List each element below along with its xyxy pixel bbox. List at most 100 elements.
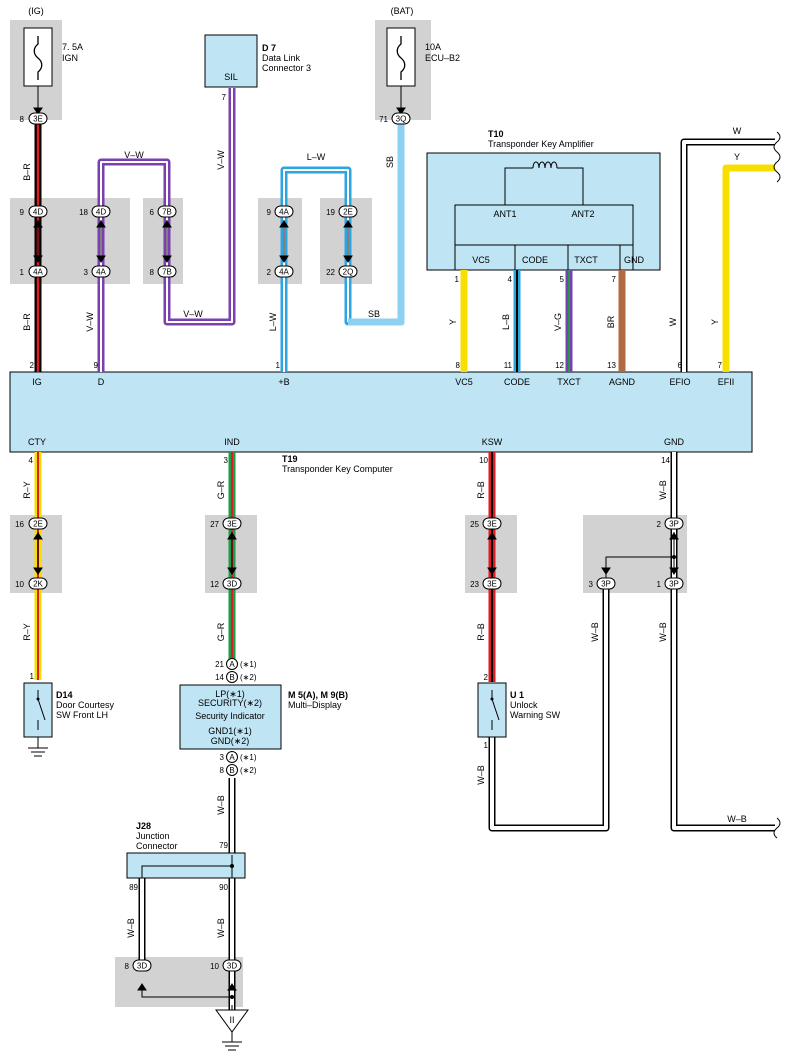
svg-text:D: D	[98, 377, 105, 387]
d14-name-2: SW Front LH	[56, 710, 108, 720]
svg-text:R–Y: R–Y	[22, 623, 32, 641]
svg-text:CODE: CODE	[504, 377, 530, 387]
svg-text:B–R: B–R	[22, 313, 32, 331]
svg-text:3P: 3P	[669, 520, 679, 529]
svg-text:W: W	[733, 126, 742, 136]
svg-text:IND: IND	[224, 437, 240, 447]
svg-text:SECURITY(∗2): SECURITY(∗2)	[198, 698, 262, 708]
svg-text:3Q: 3Q	[396, 115, 407, 124]
svg-text:3: 3	[220, 753, 225, 762]
svg-text:R–Y: R–Y	[22, 481, 32, 499]
connector-3e-b: 3E	[222, 517, 242, 530]
j28-code: J28	[136, 821, 151, 831]
svg-text:1: 1	[484, 741, 489, 750]
svg-text:W–B: W–B	[216, 795, 226, 815]
svg-text:1: 1	[657, 580, 662, 589]
svg-text:GND: GND	[664, 437, 685, 447]
svg-text:EFII: EFII	[718, 377, 735, 387]
connector-4d-b: 4D	[91, 205, 111, 218]
t19-code: T19	[282, 454, 298, 464]
multi-display: LP(∗1) SECURITY(∗2) Security Indicator G…	[179, 684, 348, 750]
arrow-pair	[33, 532, 43, 575]
svg-text:2K: 2K	[33, 580, 43, 589]
svg-text:V–G: V–G	[553, 313, 563, 331]
svg-text:L–W: L–W	[307, 152, 326, 162]
t10-code: T10	[488, 129, 504, 139]
svg-text:90: 90	[219, 883, 228, 892]
svg-text:71: 71	[379, 115, 388, 124]
connector-2k: 2K	[28, 577, 48, 590]
svg-text:B–R: B–R	[22, 163, 32, 181]
connector-3p-b: 3P	[596, 577, 616, 590]
svg-text:1: 1	[20, 268, 25, 277]
connector-4d-a: 4D	[28, 205, 48, 218]
svg-text:W–B: W–B	[476, 765, 486, 785]
u1-name-1: Unlock	[510, 700, 538, 710]
svg-text:19: 19	[326, 208, 335, 217]
m5-code: M 5(A), M 9(B)	[288, 690, 348, 700]
svg-text:3E: 3E	[487, 520, 497, 529]
svg-text:3P: 3P	[601, 580, 611, 589]
svg-text:4D: 4D	[33, 208, 43, 217]
connector-pin-numbers: 8 71 9 1 18 3 6 8 9 2 19 22 16 10 27 12 …	[15, 115, 661, 971]
svg-text:V–W: V–W	[124, 150, 144, 160]
svg-text:27: 27	[210, 520, 219, 529]
svg-text:TXCT: TXCT	[557, 377, 581, 387]
svg-text:(∗1): (∗1)	[240, 753, 257, 762]
svg-text:TXCT: TXCT	[574, 255, 598, 265]
svg-text:3E: 3E	[487, 580, 497, 589]
ground-ii: II	[215, 1005, 249, 1051]
svg-text:2: 2	[657, 520, 662, 529]
svg-text:2: 2	[484, 673, 489, 682]
connector-3e-d: 3E	[482, 577, 502, 590]
arrow-pair	[343, 220, 353, 263]
svg-text:B: B	[229, 766, 234, 775]
arrow-pair	[227, 532, 237, 575]
arrow-pair	[669, 532, 679, 575]
svg-text:(∗2): (∗2)	[240, 766, 257, 775]
svg-text:4A: 4A	[96, 268, 106, 277]
svg-text:3E: 3E	[33, 115, 43, 124]
fuse-bat: (BAT) 10A ECU–B2	[386, 6, 460, 112]
connector-4a-a: 4A	[28, 265, 48, 278]
wire-w-b	[138, 452, 775, 1010]
svg-text:II: II	[229, 1015, 234, 1025]
svg-text:3: 3	[84, 268, 89, 277]
svg-text:8: 8	[456, 361, 461, 370]
connector-7b-a: 7B	[157, 205, 177, 218]
svg-text:W: W	[668, 317, 678, 326]
svg-text:A: A	[229, 753, 235, 762]
svg-text:BR: BR	[606, 315, 616, 328]
connector-3d-c: 3D	[222, 959, 242, 972]
svg-text:2: 2	[267, 268, 272, 277]
svg-text:6: 6	[678, 361, 683, 370]
d7-name-2: Connector 3	[262, 63, 311, 73]
svg-text:G–R: G–R	[216, 480, 226, 499]
svg-text:EFIO: EFIO	[669, 377, 690, 387]
bat-name: ECU–B2	[425, 53, 460, 63]
svg-text:G–R: G–R	[216, 622, 226, 641]
svg-text:16: 16	[15, 520, 24, 529]
svg-text:9: 9	[20, 208, 25, 217]
svg-text:CODE: CODE	[522, 255, 548, 265]
svg-text:Security Indicator: Security Indicator	[195, 711, 265, 721]
connector-3d-a: 3D	[222, 577, 242, 590]
ig-name: IGN	[62, 53, 78, 63]
svg-text:VC5: VC5	[455, 377, 473, 387]
svg-text:10: 10	[479, 456, 488, 465]
connector-2e-b: 2E	[28, 517, 48, 530]
svg-text:W–B: W–B	[216, 918, 226, 938]
d7-pin-label: SIL	[224, 72, 238, 82]
connector-pills: 3E 3Q 4D 4A 4D 4A 7B 7B 4A 4A 2E 2Q 2E 2…	[28, 112, 684, 972]
svg-text:9: 9	[267, 208, 272, 217]
svg-text:14: 14	[661, 456, 670, 465]
svg-text:1: 1	[276, 361, 281, 370]
svg-text:12: 12	[555, 361, 564, 370]
svg-text:(∗1): (∗1)	[240, 660, 257, 669]
svg-text:7: 7	[612, 275, 617, 284]
svg-text:7B: 7B	[162, 208, 172, 217]
svg-text:W–B: W–B	[126, 918, 136, 938]
svg-text:3D: 3D	[227, 962, 237, 971]
svg-text:ANT2: ANT2	[571, 209, 594, 219]
